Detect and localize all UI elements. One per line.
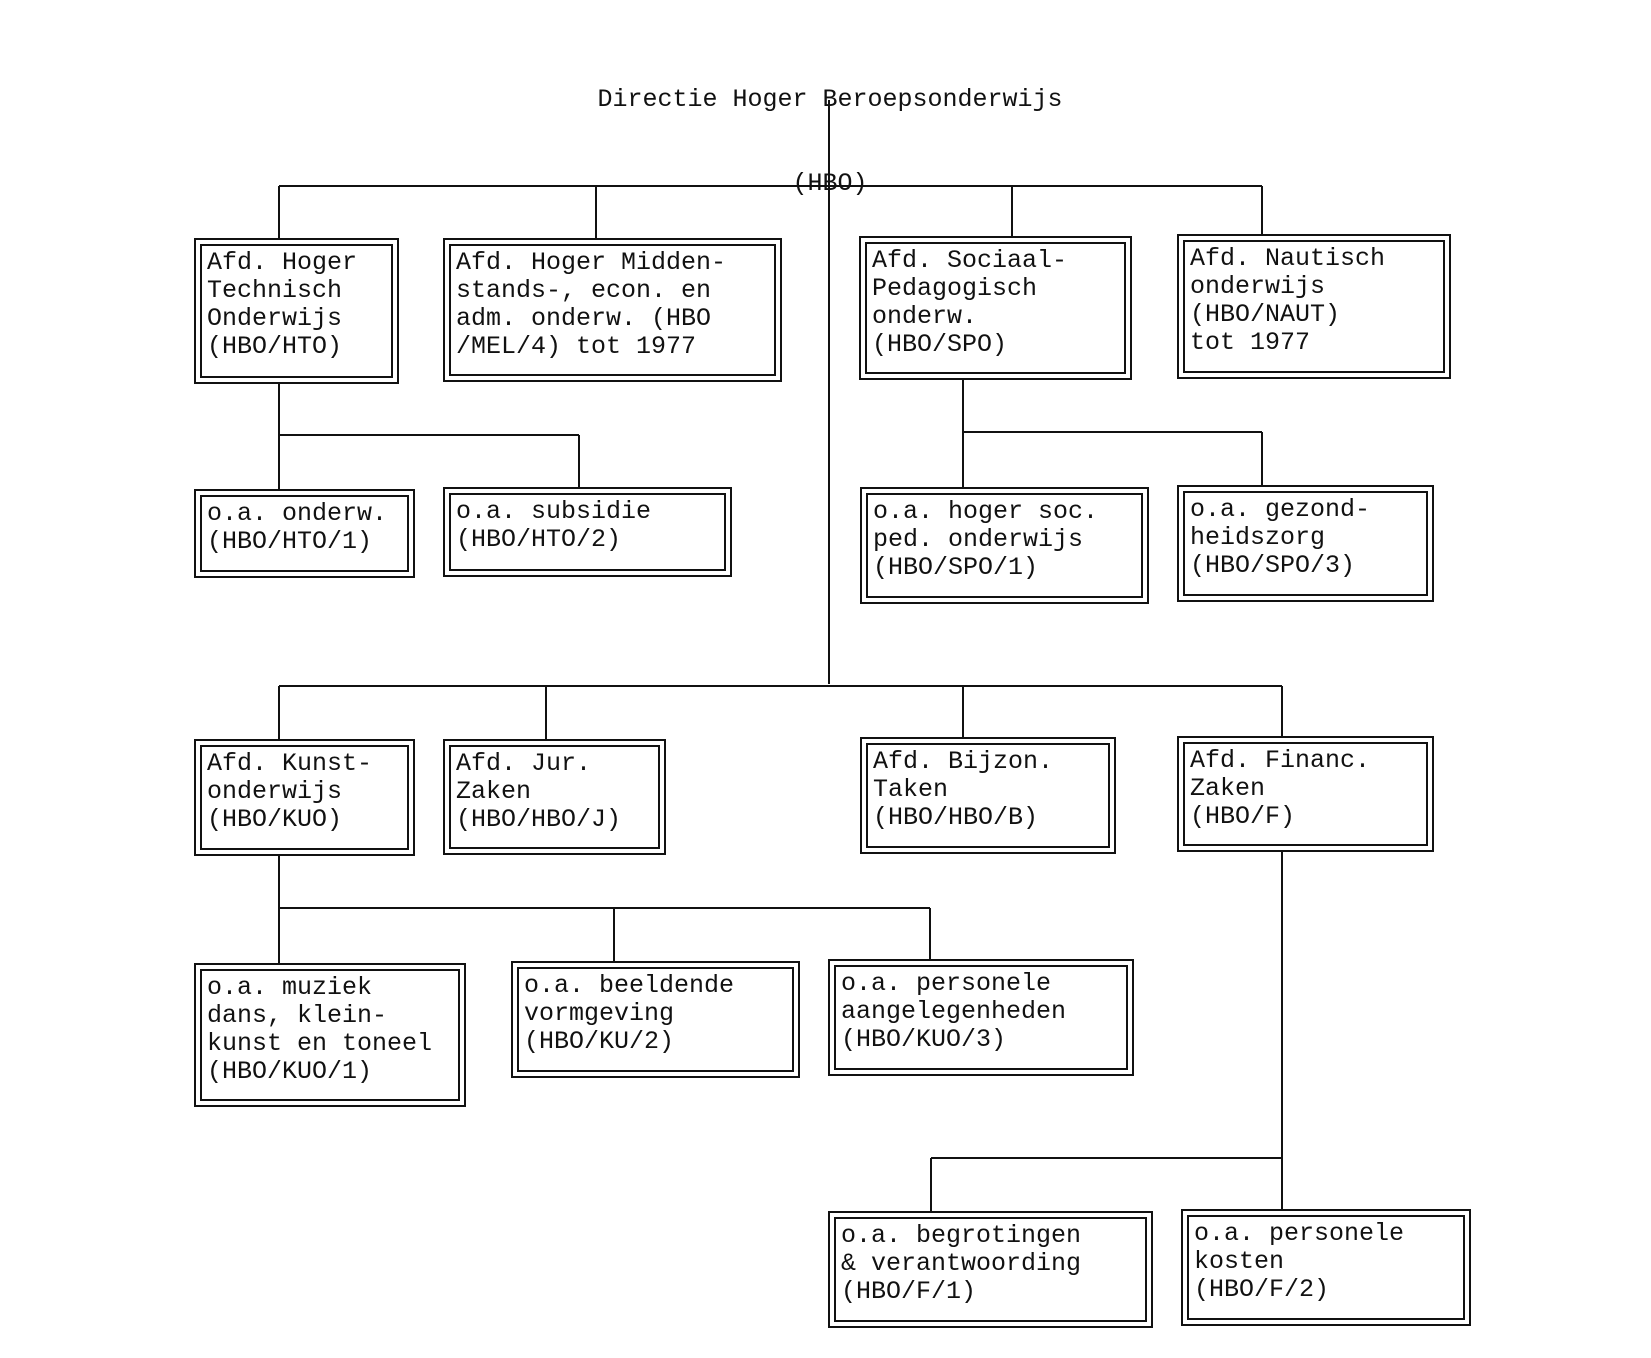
node-text-line: (HBO/SPO/3) bbox=[1190, 551, 1356, 580]
node-text-line: (HBO/HTO) bbox=[207, 332, 343, 361]
node-text-line: onderwijs bbox=[1190, 272, 1326, 301]
node-text-line: (HBO/KUO) bbox=[207, 805, 343, 834]
node-text-line: (HBO/HBO/B) bbox=[873, 803, 1039, 832]
node-text-line: tot 1977 bbox=[1190, 328, 1311, 357]
node-text-line: Afd. Jur. bbox=[456, 749, 592, 778]
node-text-line: o.a. begrotingen bbox=[841, 1221, 1082, 1250]
node-text-line: (HBO/SPO) bbox=[872, 330, 1008, 359]
node-text-line: (HBO/F) bbox=[1190, 802, 1296, 831]
node-hbo-fin: Afd. Financ.Zaken(HBO/F) bbox=[1177, 736, 1434, 852]
node-hbo-spo-1: o.a. hoger soc.ped. onderwijs(HBO/SPO/1) bbox=[860, 487, 1149, 604]
node-text-line: Onderwijs bbox=[207, 304, 343, 333]
node-hbo-bijz: Afd. Bijzon.Taken(HBO/HBO/B) bbox=[860, 737, 1116, 854]
node-text-line: Technisch bbox=[207, 276, 343, 305]
node-text-line: Zaken bbox=[456, 777, 532, 806]
node-text-line: Pedagogisch bbox=[872, 274, 1038, 303]
node-text-line: (HBO/HTO/2) bbox=[456, 525, 622, 554]
node-hbo-kuo: Afd. Kunst-onderwijs(HBO/KUO) bbox=[194, 739, 415, 856]
node-text-line: (HBO/KU/2) bbox=[524, 1027, 675, 1056]
node-text-line: o.a. personele bbox=[1194, 1219, 1405, 1248]
node-text-line: Zaken bbox=[1190, 774, 1266, 803]
node-text-line: dans, klein- bbox=[207, 1001, 388, 1030]
root-title-line-1: Directie Hoger Beroepsonderwijs bbox=[597, 85, 1063, 114]
node-text-line: Afd. Hoger Midden- bbox=[456, 248, 727, 277]
node-text-line: Afd. Financ. bbox=[1190, 746, 1371, 775]
node-text-line: Afd. Hoger bbox=[207, 248, 358, 277]
node-text-line: Afd. Nautisch bbox=[1190, 244, 1386, 273]
node-text: o.a. hoger soc.ped. onderwijs(HBO/SPO/1) bbox=[873, 498, 1098, 582]
node-text-line: & verantwoording bbox=[841, 1249, 1082, 1278]
node-text: Afd. Financ.Zaken(HBO/F) bbox=[1190, 747, 1370, 831]
node-text-line: o.a. subsidie bbox=[456, 497, 652, 526]
node-text-line: (HBO/HTO/1) bbox=[207, 527, 373, 556]
node-text: Afd. Jur.Zaken(HBO/HBO/J) bbox=[456, 750, 621, 834]
node-text-line: /MEL/4) tot 1977 bbox=[456, 332, 697, 361]
node-text-line: (HBO/F/2) bbox=[1194, 1275, 1330, 1304]
node-text-line: o.a. gezond- bbox=[1190, 495, 1371, 524]
node-text-line: (HBO/KUO/1) bbox=[207, 1057, 373, 1086]
node-text-line: adm. onderw. (HBO bbox=[456, 304, 712, 333]
node-text: o.a. begrotingen& verantwoording(HBO/F/1… bbox=[841, 1222, 1081, 1306]
node-hbo-spo-3: o.a. gezond-heidszorg(HBO/SPO/3) bbox=[1177, 485, 1434, 602]
node-text-line: (HBO/F/1) bbox=[841, 1277, 977, 1306]
node-text-line: (HBO/NAUT) bbox=[1190, 300, 1341, 329]
node-text-line: Afd. Bijzon. bbox=[873, 747, 1054, 776]
node-text-line: ped. onderwijs bbox=[873, 525, 1084, 554]
node-text-line: o.a. hoger soc. bbox=[873, 497, 1099, 526]
node-text-line: kosten bbox=[1194, 1247, 1285, 1276]
node-hbo-f-1: o.a. begrotingen& verantwoording(HBO/F/1… bbox=[828, 1211, 1153, 1328]
node-text-line: stands-, econ. en bbox=[456, 276, 712, 305]
node-text-line: Taken bbox=[873, 775, 949, 804]
node-text-line: o.a. personele bbox=[841, 969, 1052, 998]
node-text-line: aangelegenheden bbox=[841, 997, 1067, 1026]
node-text-line: Afd. Sociaal- bbox=[872, 246, 1068, 275]
node-text: o.a. gezond-heidszorg(HBO/SPO/3) bbox=[1190, 496, 1370, 580]
node-text-line: (HBO/HBO/J) bbox=[456, 805, 622, 834]
node-hbo-hto-2: o.a. subsidie(HBO/HTO/2) bbox=[443, 487, 732, 577]
node-text-line: vormgeving bbox=[524, 999, 675, 1028]
node-text-line: onderwijs bbox=[207, 777, 343, 806]
node-text: o.a. onderw.(HBO/HTO/1) bbox=[207, 500, 387, 556]
node-text: Afd. Kunst-onderwijs(HBO/KUO) bbox=[207, 750, 372, 834]
node-text: Afd. Bijzon.Taken(HBO/HBO/B) bbox=[873, 748, 1053, 832]
node-hbo-jur: Afd. Jur.Zaken(HBO/HBO/J) bbox=[443, 739, 666, 855]
node-text-line: Afd. Kunst- bbox=[207, 749, 373, 778]
node-text-line: onderw. bbox=[872, 302, 978, 331]
node-text-line: o.a. onderw. bbox=[207, 499, 388, 528]
node-text-line: o.a. muziek bbox=[207, 973, 373, 1002]
root-node-title: Directie Hoger Beroepsonderwijs (HBO) bbox=[560, 30, 1100, 226]
node-hbo-hto-1: o.a. onderw.(HBO/HTO/1) bbox=[194, 489, 415, 578]
node-text-line: heidszorg bbox=[1190, 523, 1326, 552]
node-text-line: (HBO/SPO/1) bbox=[873, 553, 1039, 582]
root-title-line-2: (HBO) bbox=[792, 169, 868, 198]
node-text: o.a. subsidie(HBO/HTO/2) bbox=[456, 498, 651, 554]
node-text-line: (HBO/KUO/3) bbox=[841, 1025, 1007, 1054]
node-text-line: kunst en toneel bbox=[207, 1029, 433, 1058]
node-text-line: o.a. beeldende bbox=[524, 971, 735, 1000]
